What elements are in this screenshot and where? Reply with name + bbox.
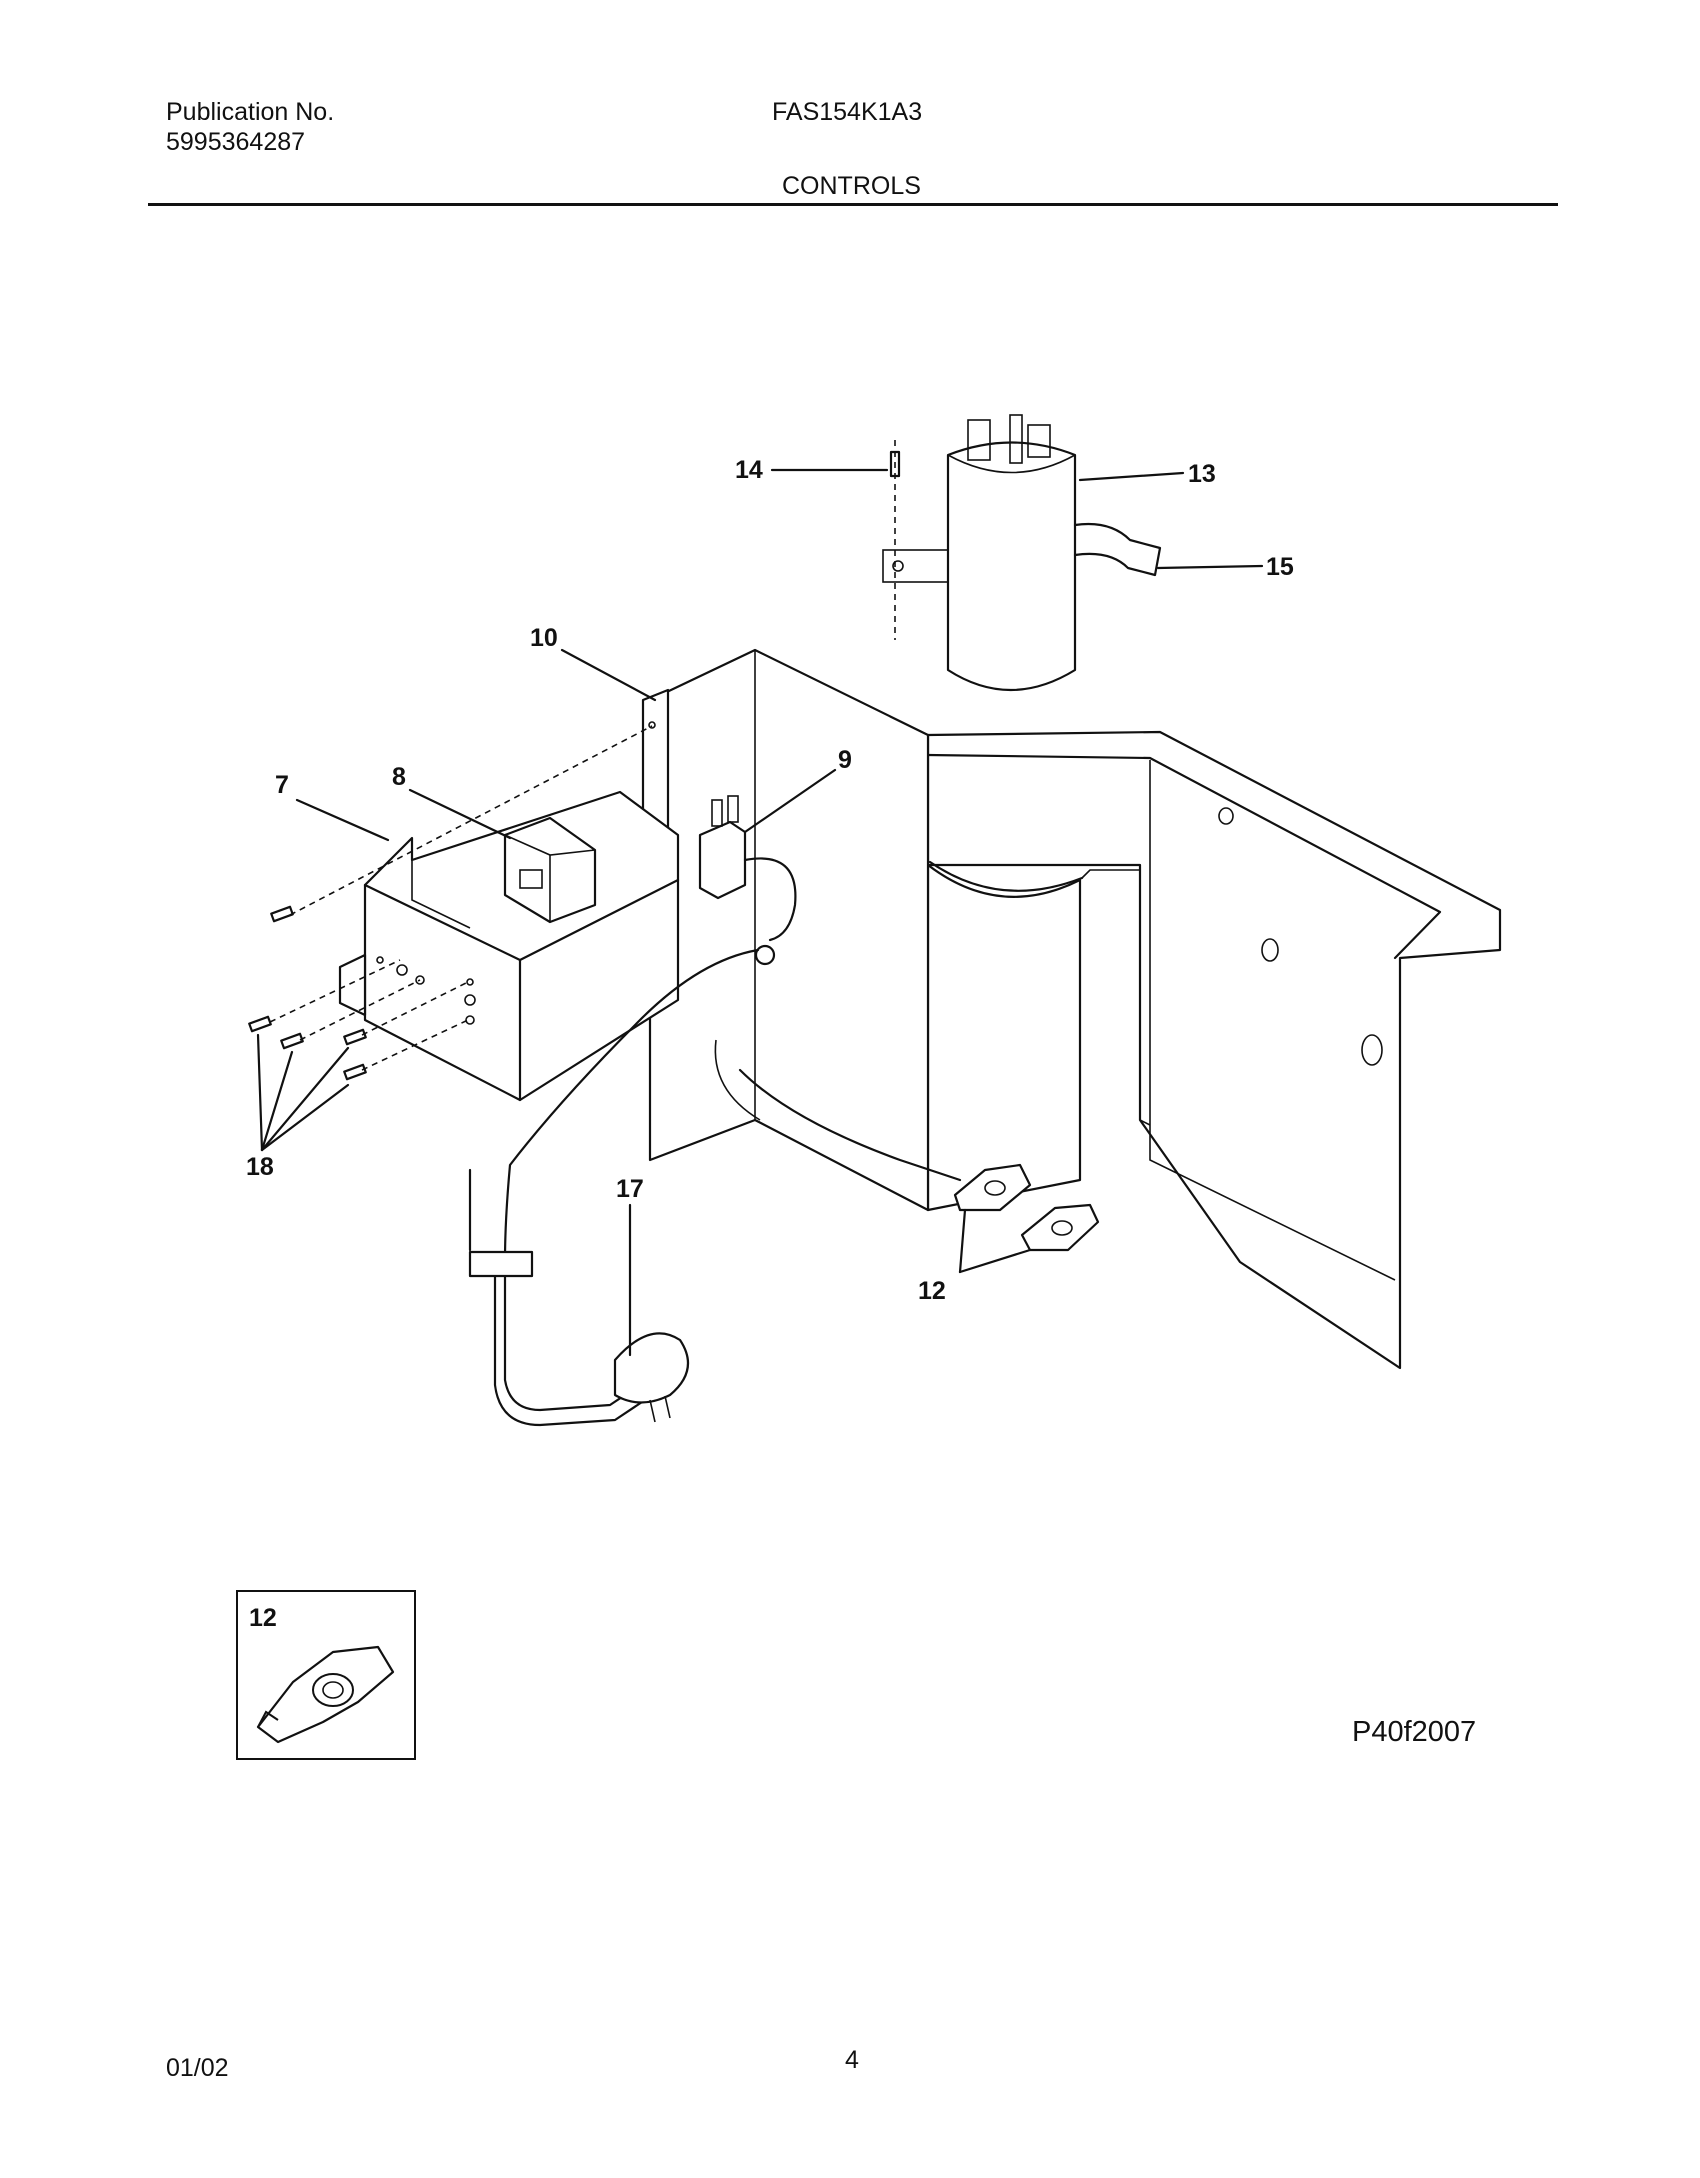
callout-18: 18	[246, 1153, 274, 1181]
callout-17: 17	[616, 1175, 644, 1203]
section-title: CONTROLS	[782, 172, 921, 200]
capacitor-part-13	[946, 414, 1077, 692]
control-bracket-part-10	[641, 648, 930, 1212]
model-number: FAS154K1A3	[772, 98, 923, 126]
header-rule	[148, 203, 1558, 206]
fastener-guides	[269, 725, 653, 1071]
inset-callout-12: 12	[249, 1604, 277, 1632]
publication-number: 5995364287	[166, 128, 306, 156]
relay-part-9	[698, 795, 797, 942]
callout-7: 7	[275, 771, 289, 799]
ground-wire	[714, 1039, 962, 1182]
cabinet-panel	[926, 730, 1502, 1370]
callout-8: 8	[392, 763, 406, 791]
callout-15: 15	[1266, 553, 1294, 581]
detail-inset-box	[236, 1590, 416, 1760]
callout-12: 12	[918, 1277, 946, 1305]
page-number: 4	[845, 2046, 859, 2074]
capacitor-strap-part-15	[1073, 522, 1162, 577]
inner-duct	[926, 860, 1140, 1212]
callout-9: 9	[838, 746, 852, 774]
footer-date: 01/02	[166, 2054, 229, 2082]
leader-lines	[295, 468, 1264, 1357]
retaining-clips-part-12	[953, 1163, 1100, 1274]
mounting-screw-part-14	[882, 440, 949, 640]
inset-clip-drawing	[256, 1645, 395, 1744]
publication-label: Publication No.	[166, 98, 335, 126]
callout-14: 14	[735, 456, 763, 484]
screws-part-18	[248, 905, 367, 1152]
callout-13: 13	[1188, 460, 1216, 488]
callout-10: 10	[530, 624, 558, 652]
switch-part-8	[503, 816, 597, 924]
power-cord-part-17	[468, 944, 776, 1427]
figure-code: P40f2007	[1352, 1716, 1477, 1748]
control-box-part-7	[338, 790, 680, 1102]
